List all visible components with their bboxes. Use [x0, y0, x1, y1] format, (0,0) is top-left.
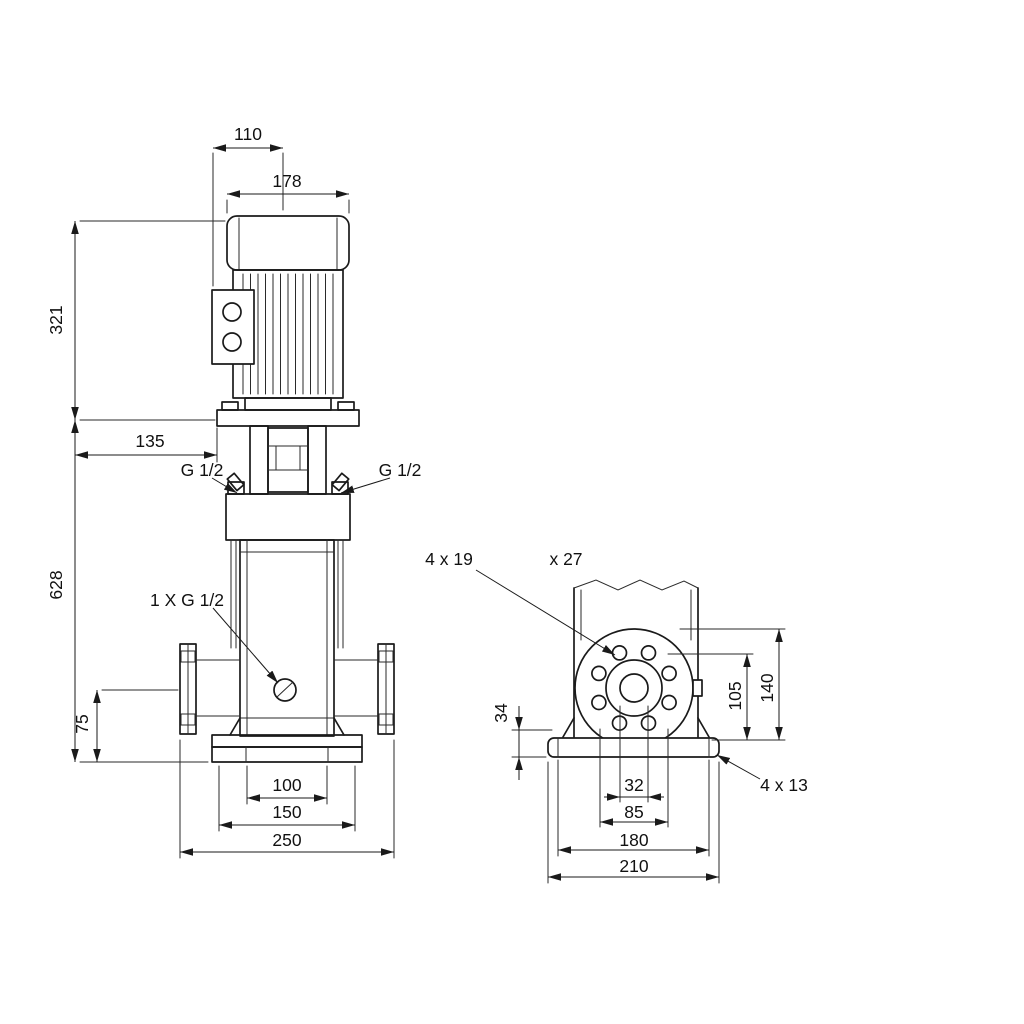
- side-body: [573, 587, 699, 738]
- leader-port-right: [340, 477, 391, 494]
- flange-bore: [619, 673, 649, 703]
- flange-right-detail: [333, 643, 387, 735]
- leader-port-left: [211, 477, 238, 494]
- staybolts: [230, 539, 344, 649]
- body-break-line: [573, 579, 699, 591]
- dim-text-34: 34: [491, 703, 511, 723]
- pump-front-outline: [179, 215, 395, 763]
- lantern-column-right: [307, 425, 327, 495]
- flange-bolt-holes: [591, 645, 677, 731]
- sleeve-detail: [239, 539, 335, 737]
- flange-counterbore-label: x 27: [549, 549, 582, 569]
- leader-drain-port: [212, 607, 279, 684]
- drain-plug: [273, 678, 297, 702]
- dim-text-100: 100: [272, 775, 301, 795]
- lantern-column-left: [249, 425, 269, 495]
- side-dimensions: 4 x 19 x 27 34 105 140 32 85 180 210 4 x…: [425, 549, 808, 884]
- flange-left-hole-bottom: [180, 713, 196, 726]
- base-block: [211, 746, 363, 763]
- port-label-right: G 1/2: [379, 460, 422, 480]
- pump-sleeve: [239, 539, 335, 737]
- terminal-box: [211, 289, 255, 365]
- dim-text-110: 110: [234, 124, 262, 144]
- motor-fins: [242, 273, 334, 395]
- side-extension-lines: [511, 628, 786, 884]
- flange-right-hole-top: [378, 650, 394, 663]
- dim-text-105: 105: [725, 681, 745, 710]
- flange-outer-circle: [574, 628, 694, 748]
- side-body-inner: [580, 589, 692, 641]
- motor-neck: [244, 397, 332, 411]
- flange-left-hole-top: [180, 650, 196, 663]
- motor-fan-cover: [226, 215, 350, 271]
- flange-left-detail: [187, 643, 241, 735]
- leader-flange-holes: [475, 569, 616, 656]
- dim-text-210: 210: [619, 856, 648, 876]
- drain-plug-slot: [276, 681, 294, 698]
- dim-text-628: 628: [46, 570, 66, 599]
- front-dimensions: 110 178 321 135 G 1/2 G 1/2 628 1 X G 1/…: [46, 124, 422, 859]
- side-base-flares: [562, 717, 710, 738]
- plug-right: [331, 472, 350, 492]
- dim-text-178: 178: [272, 171, 301, 191]
- dim-text-135: 135: [135, 431, 164, 451]
- coupling: [267, 427, 309, 493]
- leader-base-holes: [716, 754, 761, 780]
- port-label-left: G 1/2: [181, 460, 224, 480]
- cable-gland-bottom: [222, 332, 242, 352]
- flange-tab: [692, 679, 703, 697]
- dim-text-250: 250: [272, 830, 301, 850]
- bolt-left: [221, 401, 239, 411]
- pump-side-outline: [547, 579, 720, 758]
- side-view: 4 x 19 x 27 34 105 140 32 85 180 210 4 x…: [425, 549, 808, 884]
- front-view: 110 178 321 135 G 1/2 G 1/2 628 1 X G 1/…: [46, 124, 422, 859]
- base-holes-label: 4 x 13: [760, 775, 808, 795]
- dim-text-180: 180: [619, 830, 648, 850]
- flange-raised-face: [605, 659, 663, 717]
- coupling-lines: [267, 445, 309, 471]
- dim-text-140: 140: [757, 673, 777, 702]
- motor-stool-flange: [216, 409, 360, 427]
- base-plate: [547, 737, 720, 758]
- cable-gland-top: [222, 302, 242, 322]
- drain-port-label: 1 X G 1/2: [150, 590, 224, 610]
- pump-head: [225, 493, 351, 541]
- base-feet-lines: [245, 746, 329, 763]
- base-flares: [229, 717, 345, 736]
- flange-right-hole-bottom: [378, 713, 394, 726]
- dim-text-321: 321: [46, 305, 66, 334]
- bolt-right: [337, 401, 355, 411]
- front-extension-lines: [79, 152, 395, 859]
- flange-holes-label: 4 x 19: [425, 549, 473, 569]
- base-plate-bends: [557, 737, 710, 758]
- dim-text-75: 75: [72, 714, 92, 733]
- dim-text-150: 150: [272, 802, 301, 822]
- dim-text-85: 85: [624, 802, 643, 822]
- dim-text-32: 32: [624, 775, 643, 795]
- fan-cover-seams: [238, 217, 338, 271]
